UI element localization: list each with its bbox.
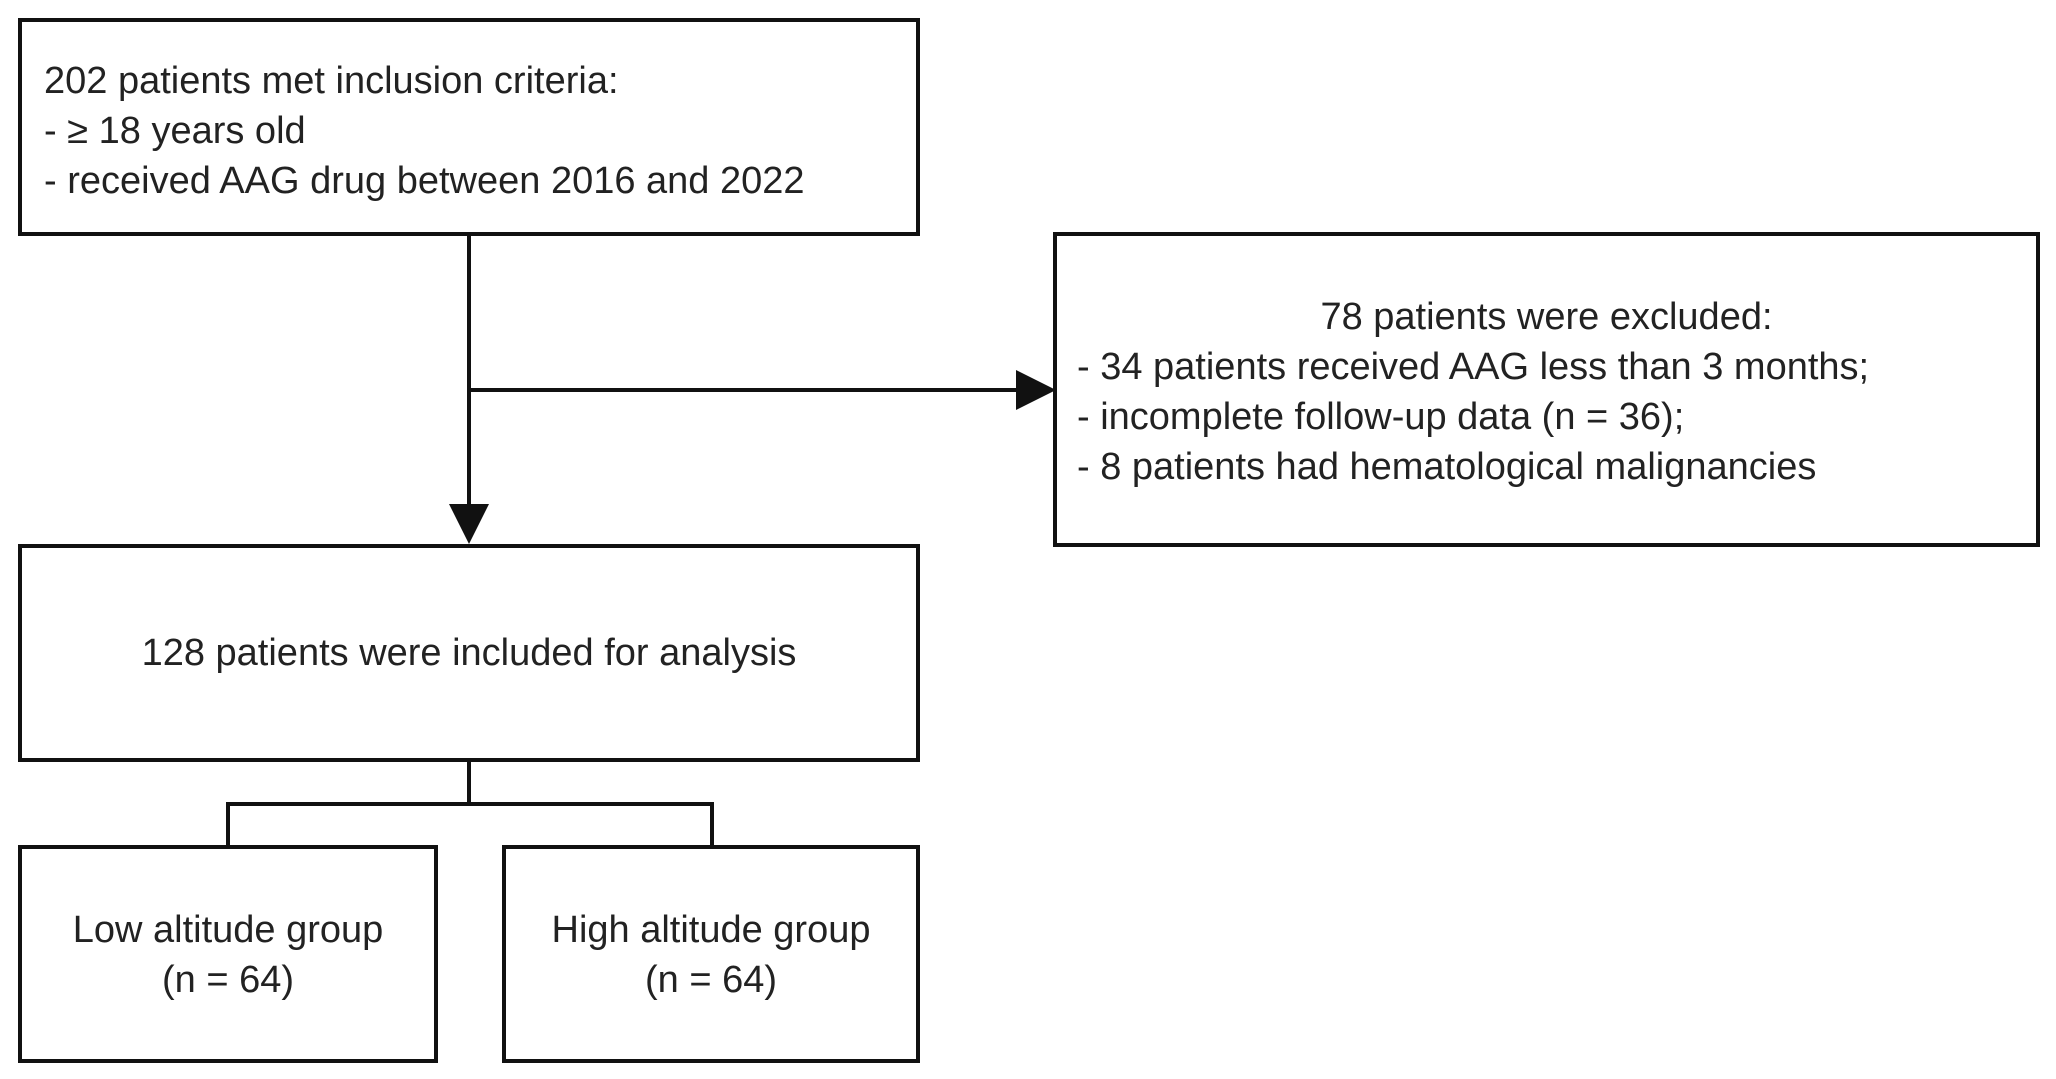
inclusion-criterion-age: - ≥ 18 years old [44, 110, 306, 152]
low-altitude-group-count: (n = 64) [161, 959, 295, 1001]
low-altitude-group-box: Low altitude group (n = 64) [18, 845, 438, 1063]
high-altitude-group-name: High altitude group [551, 909, 871, 951]
exclusion-box: 78 patients were excluded: - 34 patients… [1053, 232, 2040, 547]
exclusion-title: 78 patients were excluded: [1320, 296, 1773, 338]
exclusion-reason-followup: - incomplete follow-up data (n = 36); [1077, 396, 1685, 438]
group-split-connector [226, 802, 714, 845]
analysis-label: 128 patients were included for analysis [141, 632, 797, 674]
high-altitude-group-count: (n = 64) [644, 959, 778, 1001]
exclusion-reason-malignancy: - 8 patients had hematological malignanc… [1077, 446, 1817, 488]
high-altitude-group-box: High altitude group (n = 64) [502, 845, 920, 1063]
inclusion-title: 202 patients met inclusion criteria: [44, 60, 619, 102]
exclusion-reason-duration: - 34 patients received AAG less than 3 m… [1077, 346, 1870, 388]
inclusion-criterion-drug: - received AAG drug between 2016 and 202… [44, 160, 805, 202]
inclusion-criteria-box: 202 patients met inclusion criteria: - ≥… [18, 18, 920, 236]
low-altitude-group-name: Low altitude group [72, 909, 384, 951]
analysis-box: 128 patients were included for analysis [18, 544, 920, 762]
